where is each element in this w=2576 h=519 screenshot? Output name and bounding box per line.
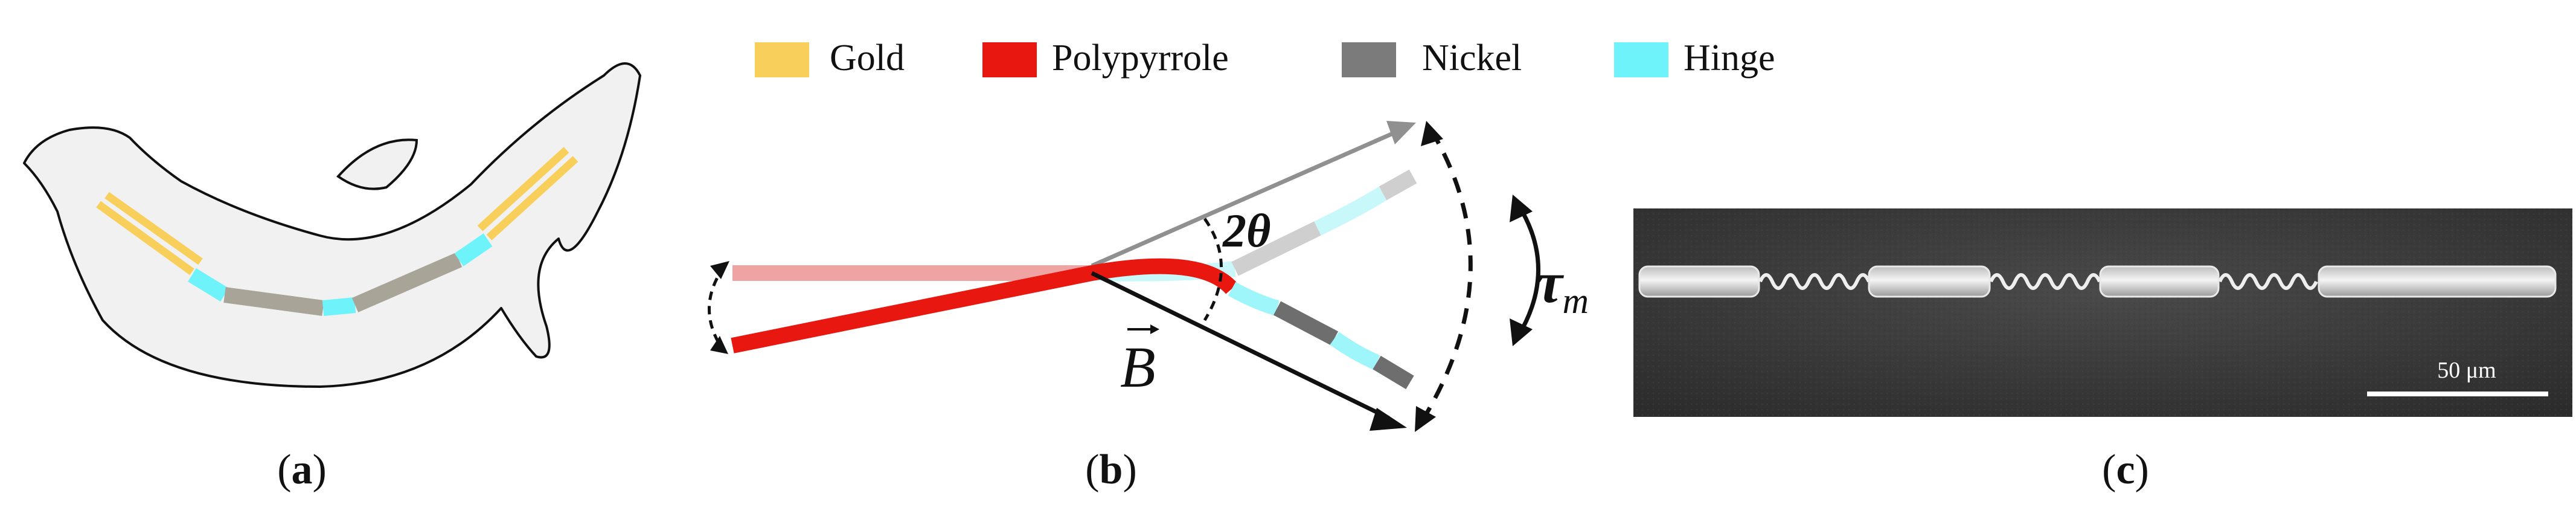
left-rotation-arc [708, 265, 726, 352]
panel-a: (a) [23, 62, 641, 493]
panel-c-label: c [2116, 446, 2135, 493]
sem-spring-1 [1758, 273, 1871, 290]
reference-arrow [1091, 127, 1402, 268]
field-arrow [1091, 271, 1390, 421]
fish-body [23, 62, 641, 388]
panel-c-caption: (c) [2102, 446, 2149, 493]
sem-segment-4 [2318, 265, 2557, 298]
fish-gold-right-b [486, 156, 578, 240]
deflection-arc [1417, 129, 1473, 427]
fish-gold-right-a [477, 147, 569, 231]
nickel-segment-2 [1373, 355, 1414, 390]
fish-swimmer [96, 147, 578, 316]
panel-a-caption: (a) [277, 446, 327, 493]
torque-arrow-head-top [1510, 195, 1533, 222]
sem-segment-1 [1638, 265, 1760, 298]
scale-bar-label: 50 μm [2437, 358, 2496, 383]
legend-item-nickel: Nickel [1342, 37, 1522, 79]
deflection-arc-head-bottom [1415, 406, 1436, 432]
left-rotation-arrow-head-top [710, 261, 729, 279]
angle-arc [1203, 218, 1223, 321]
panel-a-label: a [292, 446, 313, 493]
faded-nickel-1 [1231, 221, 1321, 276]
deflection-arc-head-top [1421, 121, 1443, 146]
legend-swatch-hinge [1614, 42, 1668, 77]
legend-label-gold: Gold [830, 37, 905, 79]
fish-hinge-3 [454, 233, 493, 266]
faded-nickel-2 [1379, 169, 1417, 201]
left-rotation-arrow-head-bottom [710, 336, 728, 354]
legend-label-nickel: Nickel [1422, 37, 1522, 79]
fish-hinge-2 [322, 297, 356, 316]
angle-label: 2θ [1222, 204, 1271, 257]
fish-hinge-1 [188, 268, 229, 302]
legend-swatch-gold [755, 42, 809, 77]
legend-swatch-polypyrrole [982, 42, 1037, 77]
panel-b-caption: (b) [1085, 446, 1137, 493]
fish-dorsal-fin [336, 138, 418, 190]
fish-gold-left-b [104, 192, 203, 265]
field-label: B [1120, 335, 1156, 399]
sem-segment-2 [1868, 265, 1991, 298]
legend-item-polypyrrole: Polypyrrole [982, 37, 1229, 79]
sem-segment-3 [2099, 265, 2220, 298]
sem-microswimmer [1638, 265, 2557, 298]
legend-swatch-nickel [1342, 42, 1396, 77]
legend-item-hinge: Hinge [1614, 37, 1775, 79]
legend: Gold Polypyrrole Nickel Hinge [755, 37, 1775, 79]
field-arrow-head [1370, 408, 1407, 431]
fish-gold-left-a [96, 201, 194, 276]
fish-nickel-1 [223, 287, 324, 316]
panel-b-label: b [1100, 446, 1123, 493]
sem-spring-3 [2218, 273, 2318, 290]
legend-label-polypyrrole: Polypyrrole [1052, 37, 1229, 79]
field-vector-arrow-icon [1127, 324, 1159, 334]
torque-arrow-head-bottom [1510, 318, 1533, 346]
panel-c: 50 μm (c) [1633, 208, 2572, 493]
legend-label-hinge: Hinge [1684, 37, 1775, 79]
hinge-segment-2 [1330, 332, 1380, 370]
nickel-segment-1 [1273, 301, 1339, 346]
fish-nickel-2 [351, 253, 463, 312]
hinge-segment-1 [1228, 282, 1280, 316]
faded-hinge-2 [1314, 186, 1387, 236]
legend-item-gold: Gold [755, 37, 905, 79]
torque-label: τm [1537, 250, 1589, 321]
sem-spring-2 [1989, 273, 2101, 290]
panel-b: 2θ B τm (b) [708, 121, 1589, 493]
scale-bar: 50 μm [2367, 358, 2548, 396]
scale-bar-line [2367, 392, 2548, 396]
torque-arc [1516, 204, 1540, 337]
polypyrrole-rod [731, 258, 1238, 353]
reference-arrow-head [1386, 121, 1416, 144]
